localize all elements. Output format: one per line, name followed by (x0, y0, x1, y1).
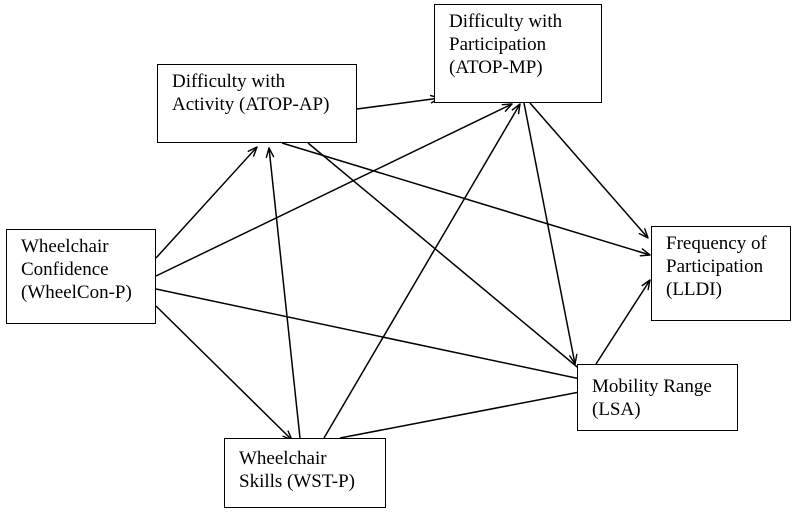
node-label-line: Mobility Range (592, 376, 712, 397)
arrow-wheelcon-to-atop-ap (155, 146, 258, 259)
arrow-lsa-to-lldi (595, 279, 651, 365)
node-label-line: (LLDI) (666, 279, 722, 300)
node-frequency-of-participation: Frequency of Participation (LLDI) (651, 226, 791, 321)
node-label-line: Difficulty with (449, 11, 563, 32)
arrow-atop-mp-to-lldi (529, 102, 649, 239)
arrow-wst-to-atop-ap (265, 147, 301, 439)
node-difficulty-with-participation: Difficulty with Participation (ATOP-MP) (434, 4, 602, 103)
node-label-line: Participation (449, 34, 547, 55)
node-label-line: Difficulty with (172, 71, 286, 92)
node-wheelchair-skills: Wheelchair Skills (WST-P) (224, 438, 386, 508)
arrow-wst-to-atop-mp (323, 103, 521, 439)
node-label-line: Frequency of (666, 233, 767, 254)
node-mobility-range: Mobility Range (LSA) (577, 364, 738, 431)
node-label-line: Confidence (21, 259, 109, 280)
arrow-wheelcon-to-atop-mp (155, 103, 513, 277)
node-label-line: (ATOP-MP) (449, 57, 543, 78)
node-label-line: (LSA) (592, 399, 641, 420)
node-label-line: Wheelchair (21, 236, 109, 257)
arrow-wheelcon-to-wst (155, 305, 293, 441)
arrow-wst-to-lsa (339, 387, 591, 439)
node-label-line: Participation (666, 256, 764, 277)
node-difficulty-with-activity: Difficulty with Activity (ATOP-AP) (157, 64, 357, 143)
arrow-atop-mp-to-lsa (523, 102, 578, 365)
edge-layer (155, 94, 651, 441)
node-label-line: Activity (ATOP-AP) (172, 94, 330, 115)
node-label-line: Wheelchair (239, 448, 327, 469)
arrow-atop-ap-to-lsa (307, 142, 589, 377)
arrow-wheelcon-to-lsa (155, 288, 591, 384)
arrow-atop-ap-to-atop-mp (356, 94, 441, 110)
node-label-line: Skills (WST-P) (239, 471, 355, 492)
arrow-atop-ap-to-lldi (281, 142, 651, 257)
node-label-line: (WheelCon-P) (21, 282, 132, 303)
node-wheelchair-confidence: Wheelchair Confidence (WheelCon-P) (6, 229, 156, 324)
